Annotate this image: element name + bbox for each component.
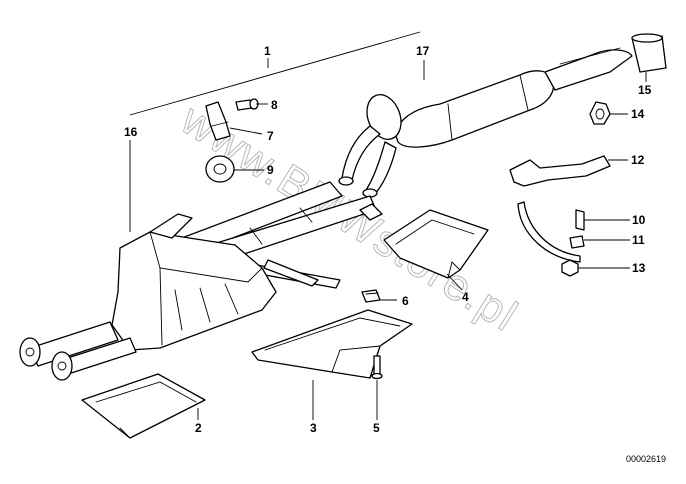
callout-10: 10 <box>632 213 646 227</box>
leader-lines <box>129 31 647 420</box>
callout-15: 15 <box>638 83 652 97</box>
callout-13: 13 <box>632 261 646 275</box>
clamp-strap-part-11 <box>569 235 585 249</box>
callout-4: 4 <box>462 290 469 304</box>
callout-12: 12 <box>631 153 645 167</box>
heat-shield-2 <box>81 373 206 439</box>
rubber-mount-part-9 <box>205 155 235 183</box>
callout-6: 6 <box>402 294 409 308</box>
callout-7: 7 <box>267 129 274 143</box>
reference-code: 00002619 <box>626 454 666 464</box>
front-silencer-part <box>111 213 277 351</box>
tail-pipe-part <box>631 33 667 73</box>
front-pipe-part <box>19 321 137 381</box>
callout-9: 9 <box>267 163 274 177</box>
screw-part-8 <box>235 98 259 111</box>
heat-shield-3 <box>251 309 413 379</box>
clamp-strap-part-10 <box>517 201 585 263</box>
heat-shield-4 <box>383 209 489 279</box>
callout-16: 16 <box>124 125 138 139</box>
callout-11: 11 <box>632 233 645 247</box>
callout-5: 5 <box>373 421 380 435</box>
hanger-bracket-part-7 <box>205 101 231 141</box>
bracket-part-12 <box>509 155 611 187</box>
callout-14: 14 <box>631 107 645 121</box>
callout-8: 8 <box>271 98 278 112</box>
callout-17: 17 <box>416 44 430 58</box>
callout-2: 2 <box>195 421 202 435</box>
nut-part-13 <box>561 259 579 277</box>
bolt-part-5 <box>371 355 383 380</box>
rear-silencer-part <box>366 47 633 148</box>
clip-nut-part-6 <box>361 289 381 303</box>
rubber-ring-part-14 <box>589 101 611 125</box>
callout-3: 3 <box>310 421 317 435</box>
callout-1: 1 <box>264 44 271 58</box>
